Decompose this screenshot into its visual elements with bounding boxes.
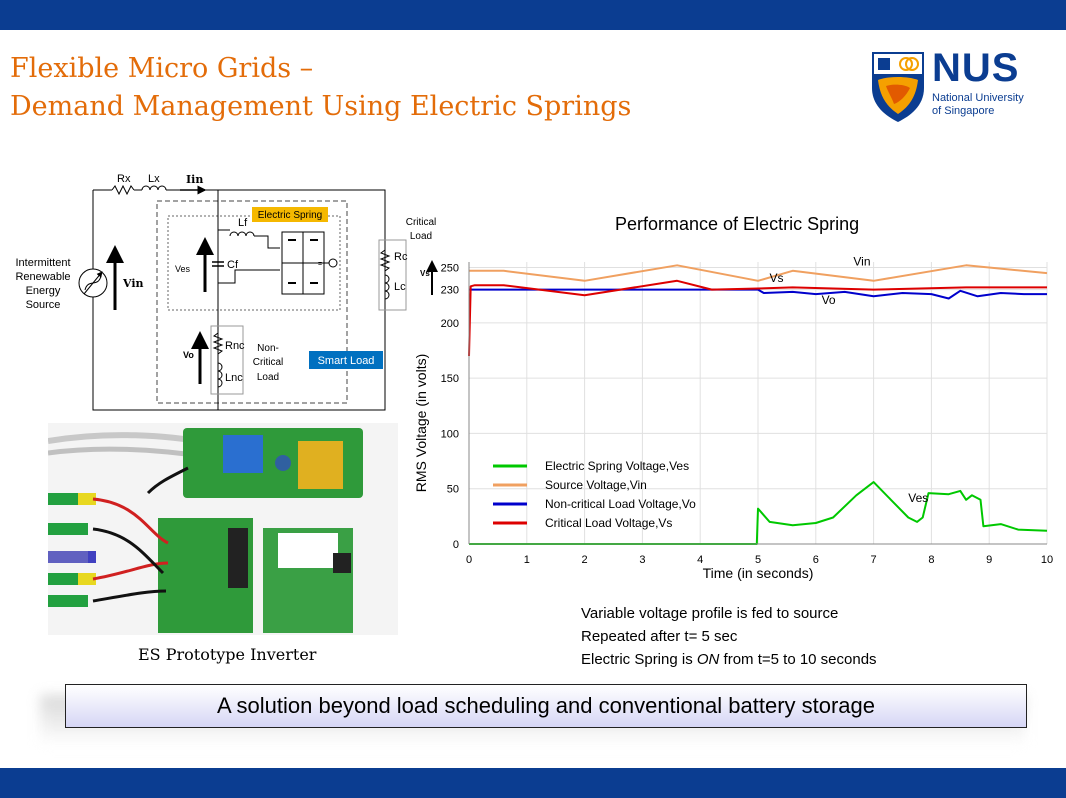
label-iin: Iin (186, 173, 203, 186)
logo-wordmark: NUS (932, 46, 1020, 90)
notes: Variable voltage profile is fed to sourc… (581, 602, 877, 671)
legend-label-3: Critical Load Voltage,Vs (545, 516, 672, 530)
label-vin: Vin (122, 277, 144, 290)
label-lc: Lc (394, 281, 406, 293)
label-ves: Ves (175, 264, 191, 274)
label-rx: Rx (117, 173, 131, 185)
slide-title: Flexible Micro Grids – Demand Management… (10, 50, 631, 126)
x-axis-label: Time (in seconds) (703, 565, 814, 581)
y-tick-label: 0 (453, 539, 459, 551)
label-rc: Rc (394, 251, 408, 263)
series-line-1 (469, 264, 1048, 282)
series-line-3 (468, 279, 1047, 357)
x-tick-label: 10 (1041, 554, 1053, 566)
noncritical-label-2: Critical (253, 357, 284, 368)
series-line-2 (469, 288, 1047, 300)
legend-label-0: Electric Spring Voltage,Ves (545, 459, 689, 473)
top-band (0, 0, 1066, 30)
x-tick-label: 1 (524, 554, 530, 566)
series-line-0 (469, 481, 1048, 545)
critical-label-2: Load (410, 231, 432, 242)
nus-crest-icon (872, 52, 924, 122)
prototype-photo (48, 423, 398, 635)
annotation-ves: Ves (908, 491, 928, 505)
source-label-1: Intermittent (15, 257, 70, 269)
note-1: Variable voltage profile is fed to sourc… (581, 605, 839, 622)
label-lf: Lf (238, 217, 248, 229)
x-tick-label: 6 (813, 554, 819, 566)
x-tick-label: 3 (639, 554, 645, 566)
label-cf: Cf (227, 259, 239, 271)
noncritical-label-3: Load (257, 372, 279, 383)
chart-title: Performance of Electric Spring (615, 214, 860, 234)
noncritical-label-1: Non- (257, 343, 279, 354)
note-2: Repeated after t= 5 sec (581, 628, 738, 645)
y-tick-label: 50 (447, 484, 459, 496)
source-label-2: Renewable (15, 271, 70, 283)
label-vo: Vo (183, 350, 194, 360)
x-tick-label: 8 (928, 554, 934, 566)
x-tick-label: 9 (986, 554, 992, 566)
logo-line-2: of Singapore (932, 105, 995, 117)
title-line-1: Flexible Micro Grids – (10, 53, 314, 84)
electric-spring-tag (252, 207, 328, 222)
source-label-4: Source (26, 299, 61, 311)
critical-label-1: Critical (406, 217, 437, 228)
note-3: Electric Spring is ON from t=5 to 10 sec… (581, 651, 877, 668)
electric-spring-label: Electric Spring (258, 210, 322, 221)
x-tick-label: 4 (697, 554, 703, 566)
x-tick-label: 0 (466, 554, 472, 566)
smart-load-label: Smart Load (318, 355, 375, 367)
source-label-3: Energy (26, 285, 61, 297)
legend-label-2: Non-critical Load Voltage,Vo (545, 497, 696, 511)
smart-load-tag (309, 351, 383, 369)
svg-text:=: = (318, 261, 322, 268)
label-rnc: Rnc (225, 340, 245, 352)
x-tick-label: 7 (871, 554, 877, 566)
bottom-band (0, 768, 1066, 798)
x-tick-label: 5 (755, 554, 761, 566)
photo-caption: ES Prototype Inverter (138, 645, 317, 664)
nus-logo: NUS National University of Singapore (870, 46, 1040, 125)
label-vs: Vs (420, 269, 430, 278)
annotation-vs: Vs (770, 271, 784, 285)
logo-line-1: National University (932, 92, 1024, 104)
label-lx: Lx (148, 173, 160, 185)
annotation-vo: Vo (822, 293, 836, 307)
legend-label-1: Source Voltage,Vin (545, 478, 647, 492)
x-tick-label: 2 (582, 554, 588, 566)
annotation-vin: Vin (853, 254, 870, 268)
circuit-diagram: Rx Lx Iin Intermittent Renewable Energy … (15, 173, 438, 411)
title-line-2: Demand Management Using Electric Springs (10, 91, 632, 122)
logo-subtitle: National University of Singapore (932, 92, 1024, 118)
banner: A solution beyond load scheduling and co… (65, 684, 1027, 728)
label-lnc: Lnc (225, 372, 243, 384)
y-tick-label: 100 (441, 428, 459, 440)
